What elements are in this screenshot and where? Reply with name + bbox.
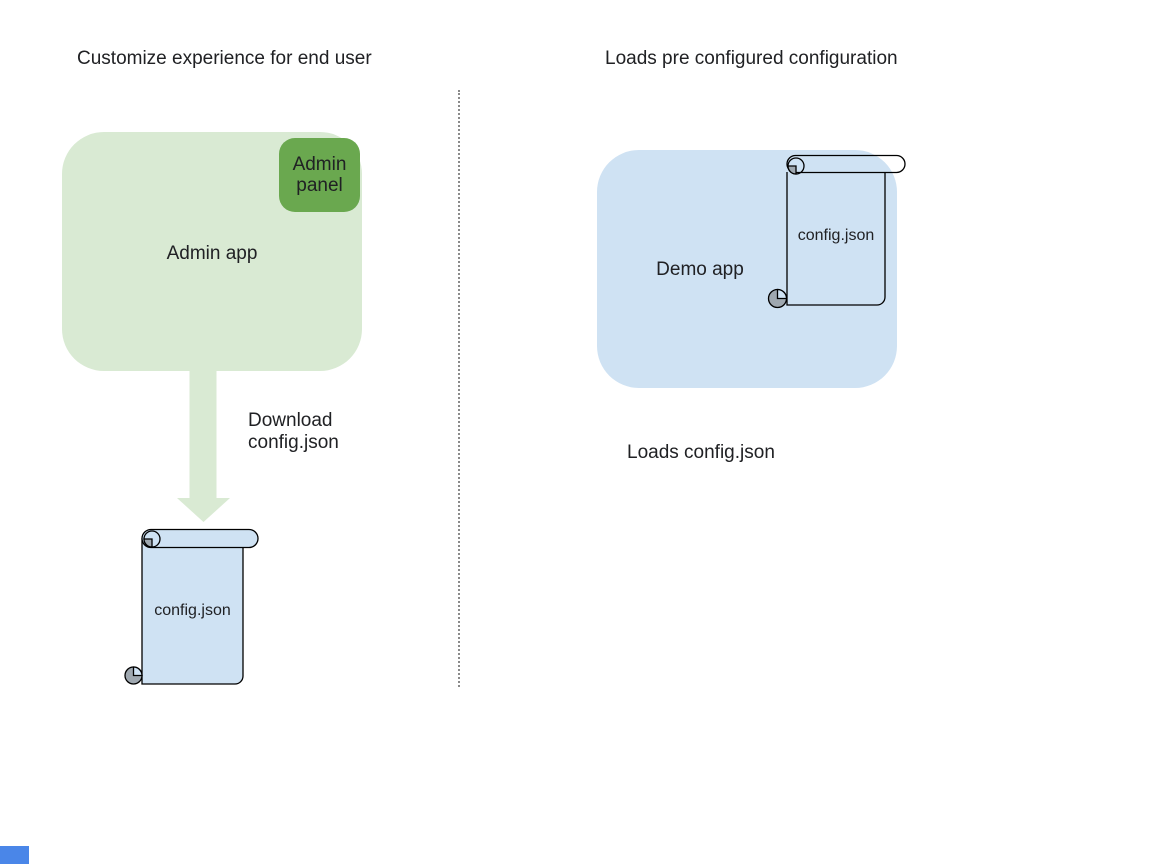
config-json-scroll-left-icon (124, 528, 259, 685)
download-arrow-icon (177, 370, 230, 522)
corner-blue-shape (0, 846, 29, 864)
dotted-divider (458, 90, 460, 687)
demo-app-label: Demo app (656, 259, 744, 280)
config-json-scroll-right-label: config.json (797, 227, 875, 244)
admin-app-label: Admin app (166, 243, 258, 264)
config-json-scroll-right-icon (767, 154, 906, 309)
right-panel-title: Loads pre configured configuration (605, 48, 898, 69)
left-panel-title: Customize experience for end user (77, 48, 372, 69)
admin-panel-box: Admin panel (279, 138, 360, 212)
admin-panel-label: Admin panel (292, 154, 347, 196)
demo-app-box (597, 150, 897, 388)
config-json-scroll-left-label: config.json (154, 602, 231, 619)
loads-config-caption: Loads config.json (627, 442, 775, 463)
download-arrow-caption: Download config.json (248, 410, 339, 453)
